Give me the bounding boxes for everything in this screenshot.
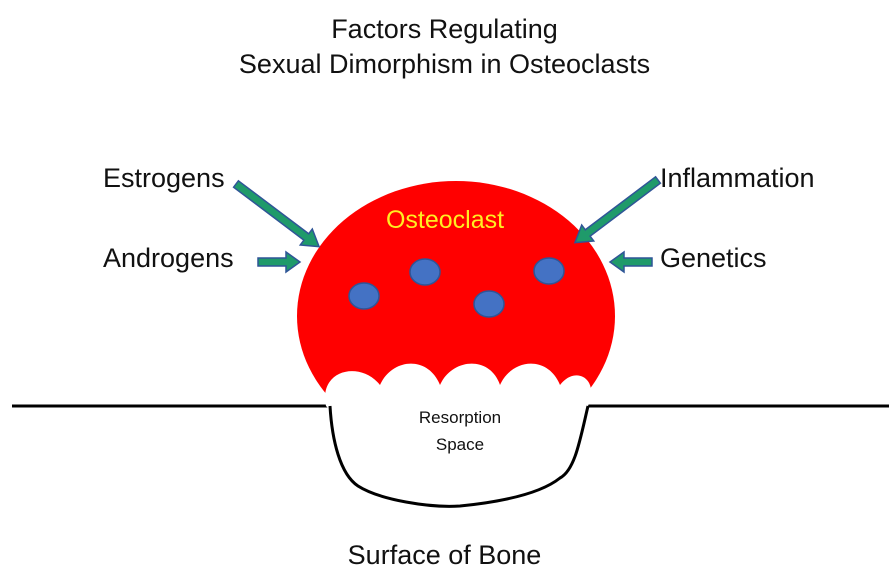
resorption-line-1: Resorption — [390, 404, 530, 431]
resorption-line-2: Space — [390, 431, 530, 458]
title-line-2: Sexual Dimorphism in Osteoclasts — [0, 47, 889, 82]
nucleus — [349, 283, 379, 309]
inflammation-label: Inflammation — [660, 163, 815, 194]
androgens-arrow — [258, 252, 300, 272]
nucleus — [474, 291, 504, 317]
bone-surface-label: Surface of Bone — [0, 540, 889, 571]
estrogens-label: Estrogens — [103, 163, 225, 194]
nucleus — [534, 258, 564, 284]
title-line-1: Factors Regulating — [0, 12, 889, 47]
diagram-title: Factors Regulating Sexual Dimorphism in … — [0, 12, 889, 82]
nucleus — [410, 259, 440, 285]
osteoclast-label: Osteoclast — [380, 206, 510, 235]
genetics-arrow — [610, 252, 652, 272]
inflammation-arrow — [569, 172, 664, 251]
estrogens-arrow — [230, 176, 325, 255]
genetics-label: Genetics — [660, 243, 767, 274]
androgens-label: Androgens — [103, 243, 234, 274]
resorption-space-label: Resorption Space — [390, 404, 530, 458]
